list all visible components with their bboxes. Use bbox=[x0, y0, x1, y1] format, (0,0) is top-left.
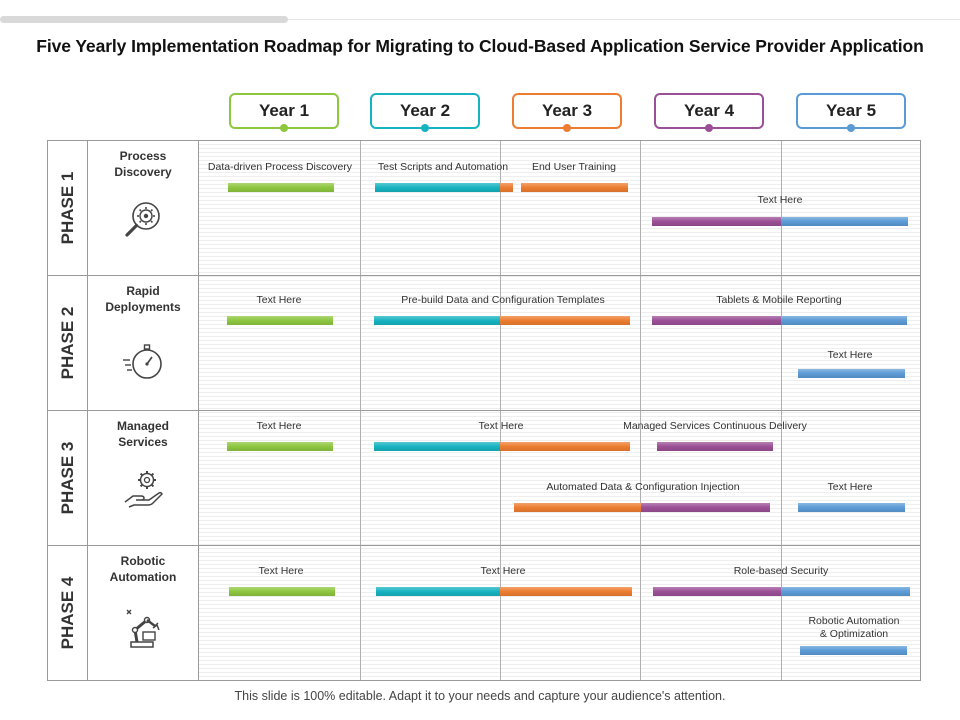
phase-2-cell: PHASE 2 bbox=[48, 276, 88, 410]
task-bar bbox=[229, 587, 335, 596]
task-bar bbox=[800, 646, 907, 655]
task-bar bbox=[500, 183, 513, 192]
category-label: Robotic Automation bbox=[109, 554, 177, 584]
task-bar bbox=[500, 587, 632, 596]
task-label: Role-based Security bbox=[733, 565, 829, 577]
task-bar bbox=[641, 503, 770, 512]
task-bar bbox=[374, 442, 500, 451]
task-bar bbox=[375, 183, 500, 192]
task-label: Text Here bbox=[480, 565, 526, 577]
task-bar bbox=[514, 503, 641, 512]
phase-3-cell: PHASE 3 bbox=[48, 411, 88, 545]
page-title: Five Yearly Implementation Roadmap for M… bbox=[36, 36, 924, 56]
year-3-dot bbox=[563, 124, 571, 132]
category-label: Managed Services bbox=[116, 419, 169, 449]
year-5-label: Year 5 bbox=[825, 101, 877, 120]
category-rapid-deployments: Rapid Deployments bbox=[88, 276, 199, 410]
roadmap-grid: PHASE 1 PHASE 2 PHASE 3 PHASE 4 Process … bbox=[47, 140, 921, 681]
task-label: Text Here bbox=[256, 420, 302, 432]
task-label-line: & Optimization bbox=[819, 628, 889, 640]
task-bar bbox=[376, 587, 500, 596]
task-label: Text Here bbox=[256, 294, 302, 306]
task-bar bbox=[781, 587, 910, 596]
task-bar bbox=[798, 369, 905, 378]
phase-3-label: PHASE 3 bbox=[57, 441, 77, 515]
year-2-header: Year 2 bbox=[370, 93, 480, 132]
task-bar bbox=[781, 217, 908, 226]
year-1-header: Year 1 bbox=[229, 93, 339, 132]
task-label-line: Robotic Automation bbox=[808, 615, 900, 627]
task-bar bbox=[228, 183, 334, 192]
year-5-dot bbox=[847, 124, 855, 132]
robotic-arm-icon bbox=[126, 609, 160, 648]
hand-gear-icon bbox=[124, 471, 163, 508]
category-process-discovery: Process Discovery bbox=[88, 141, 199, 275]
task-label: Tablets & Mobile Reporting bbox=[716, 294, 842, 306]
year-3-header: Year 3 bbox=[512, 93, 622, 132]
year-3-label: Year 3 bbox=[541, 101, 593, 120]
stopwatch-icon bbox=[123, 344, 162, 379]
year-2-label: Year 2 bbox=[399, 101, 451, 120]
phase-1-label: PHASE 1 bbox=[57, 171, 77, 245]
task-bar bbox=[781, 316, 907, 325]
task-bar bbox=[227, 442, 333, 451]
task-label-multiline: Robotic Automation & Optimization bbox=[793, 615, 915, 641]
top-decor-line bbox=[288, 19, 960, 20]
phase-4-label: PHASE 4 bbox=[57, 576, 77, 650]
year-4-header: Year 4 bbox=[654, 93, 764, 132]
task-label: Text Here bbox=[827, 349, 873, 361]
phase-divider bbox=[48, 275, 920, 276]
category-label: Rapid Deployments bbox=[105, 284, 181, 314]
magnifier-gear-icon bbox=[125, 202, 160, 237]
task-bar bbox=[521, 183, 628, 192]
phase-divider bbox=[48, 545, 920, 546]
year-1-dot bbox=[280, 124, 288, 132]
phase-4-cell: PHASE 4 bbox=[48, 546, 88, 680]
year-4-label: Year 4 bbox=[683, 101, 735, 120]
task-bar bbox=[500, 316, 630, 325]
task-label: Data-driven Process Discovery bbox=[207, 161, 353, 173]
task-bar bbox=[374, 316, 500, 325]
task-label: End User Training bbox=[531, 161, 617, 173]
task-label: Text Here bbox=[827, 481, 873, 493]
task-label: Text Here bbox=[258, 565, 304, 577]
phase-1-cell: PHASE 1 bbox=[48, 141, 88, 275]
task-bar bbox=[500, 442, 630, 451]
task-label: Managed Services Continuous Delivery bbox=[623, 420, 807, 432]
task-bar bbox=[652, 217, 781, 226]
task-label: Text Here bbox=[757, 194, 803, 206]
task-bar bbox=[798, 503, 905, 512]
year-4-dot bbox=[705, 124, 713, 132]
category-managed-services: Managed Services bbox=[88, 411, 199, 545]
task-bar bbox=[227, 316, 333, 325]
task-label: Pre-build Data and Configuration Templat… bbox=[401, 294, 605, 306]
year-2-dot bbox=[421, 124, 429, 132]
phase-2-label: PHASE 2 bbox=[57, 306, 77, 380]
task-bar bbox=[652, 316, 781, 325]
phase-divider bbox=[48, 410, 920, 411]
task-label: Text Here bbox=[478, 420, 524, 432]
year-5-header: Year 5 bbox=[796, 93, 906, 132]
footer-note: This slide is 100% editable. Adapt it to… bbox=[234, 689, 726, 703]
task-bar bbox=[653, 587, 781, 596]
task-label: Test Scripts and Automation bbox=[377, 161, 509, 173]
category-label: Process Discovery bbox=[114, 149, 172, 179]
year-1-label: Year 1 bbox=[258, 101, 310, 120]
task-bar bbox=[657, 442, 773, 451]
top-decor-bar bbox=[0, 16, 288, 23]
task-label: Automated Data & Configuration Injection bbox=[546, 481, 740, 493]
category-robotic-automation: Robotic Automation bbox=[88, 546, 199, 680]
